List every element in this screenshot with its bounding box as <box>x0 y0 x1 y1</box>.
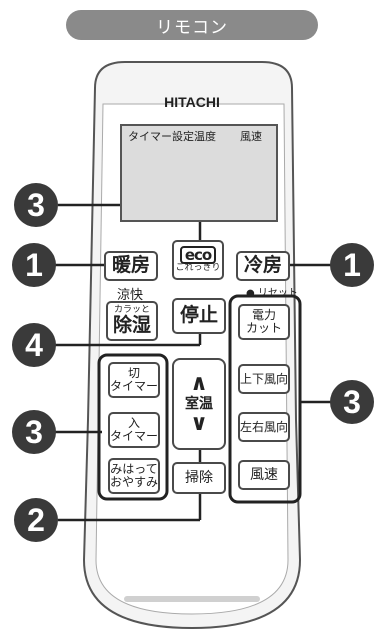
power-cut-button[interactable]: 電力 カット <box>238 304 290 340</box>
eco-sub-label: これっきり <box>175 263 221 274</box>
on-timer-label-2: タイマー <box>110 429 159 443</box>
callout-timers: 3 <box>12 410 56 454</box>
power-cut-label-1: 電力 <box>251 308 276 323</box>
callout-heat: 1 <box>12 243 56 287</box>
fan-speed-button[interactable]: 風速 <box>238 460 290 490</box>
eco-button[interactable]: eco これっきり <box>172 240 224 280</box>
cool-dry-label: 涼快 <box>117 288 144 303</box>
reset-label: ● リセット <box>246 284 298 299</box>
callout-cool: 1 <box>330 243 374 287</box>
fan-speed-label: 風速 <box>250 466 278 483</box>
callout-right-group: 3 <box>330 380 374 424</box>
lcd-set-temp-label: 設定温度 <box>172 130 216 143</box>
callout-temp: 2 <box>14 498 58 542</box>
vertical-flap-label: 上下風向 <box>240 371 289 386</box>
lcd-fan-label: 風速 <box>240 130 262 143</box>
clean-label: 掃除 <box>185 469 213 486</box>
sleep-label-1: みはって <box>110 462 158 477</box>
page-title: リモコン <box>66 10 318 40</box>
sleep-label-2: おやすみ <box>110 475 159 489</box>
off-timer-label-2: タイマー <box>110 379 159 393</box>
power-cut-label-2: カット <box>245 321 282 335</box>
reset-dot-icon: ● <box>246 288 258 299</box>
brand-logo: HITACHI <box>164 94 220 110</box>
cool-button[interactable]: 冷房 <box>236 251 290 281</box>
sleep-timer-button[interactable]: みはって おやすみ <box>108 458 160 494</box>
stop-label: 停止 <box>179 304 218 327</box>
heat-button[interactable]: 暖房 <box>104 251 158 281</box>
horizontal-flap-label: 左右風向 <box>240 419 289 434</box>
heat-label: 暖房 <box>111 254 150 277</box>
lcd-display: タイマー 設定温度 風速 <box>120 124 278 222</box>
on-timer-label-1: 入 <box>127 416 140 431</box>
temperature-rocker[interactable]: ∧ 室温 ∨ <box>172 358 226 450</box>
dry-button[interactable]: カラッと 除湿 <box>106 301 158 341</box>
cool-label: 冷房 <box>243 254 282 277</box>
callout-stop: 4 <box>12 323 56 367</box>
callout-eco: 3 <box>14 183 58 227</box>
eco-logo-icon: eco <box>179 246 217 265</box>
room-temp-label: 室温 <box>185 395 213 412</box>
dry-small-label: カラッと <box>113 305 150 316</box>
stop-button[interactable]: 停止 <box>172 298 226 334</box>
off-timer-label-1: 切 <box>127 366 140 381</box>
dry-label: 除湿 <box>112 313 151 336</box>
horizontal-flap-button[interactable]: 左右風向 <box>238 412 290 442</box>
clean-button[interactable]: 掃除 <box>172 462 226 494</box>
vertical-flap-button[interactable]: 上下風向 <box>238 364 290 394</box>
temp-down-icon[interactable]: ∨ <box>190 411 208 437</box>
reset-text: リセット <box>257 288 298 299</box>
off-timer-button[interactable]: 切 タイマー <box>108 362 160 398</box>
on-timer-button[interactable]: 入 タイマー <box>108 412 160 448</box>
temp-up-icon[interactable]: ∧ <box>190 370 208 396</box>
lcd-timer-label: タイマー <box>128 130 172 143</box>
